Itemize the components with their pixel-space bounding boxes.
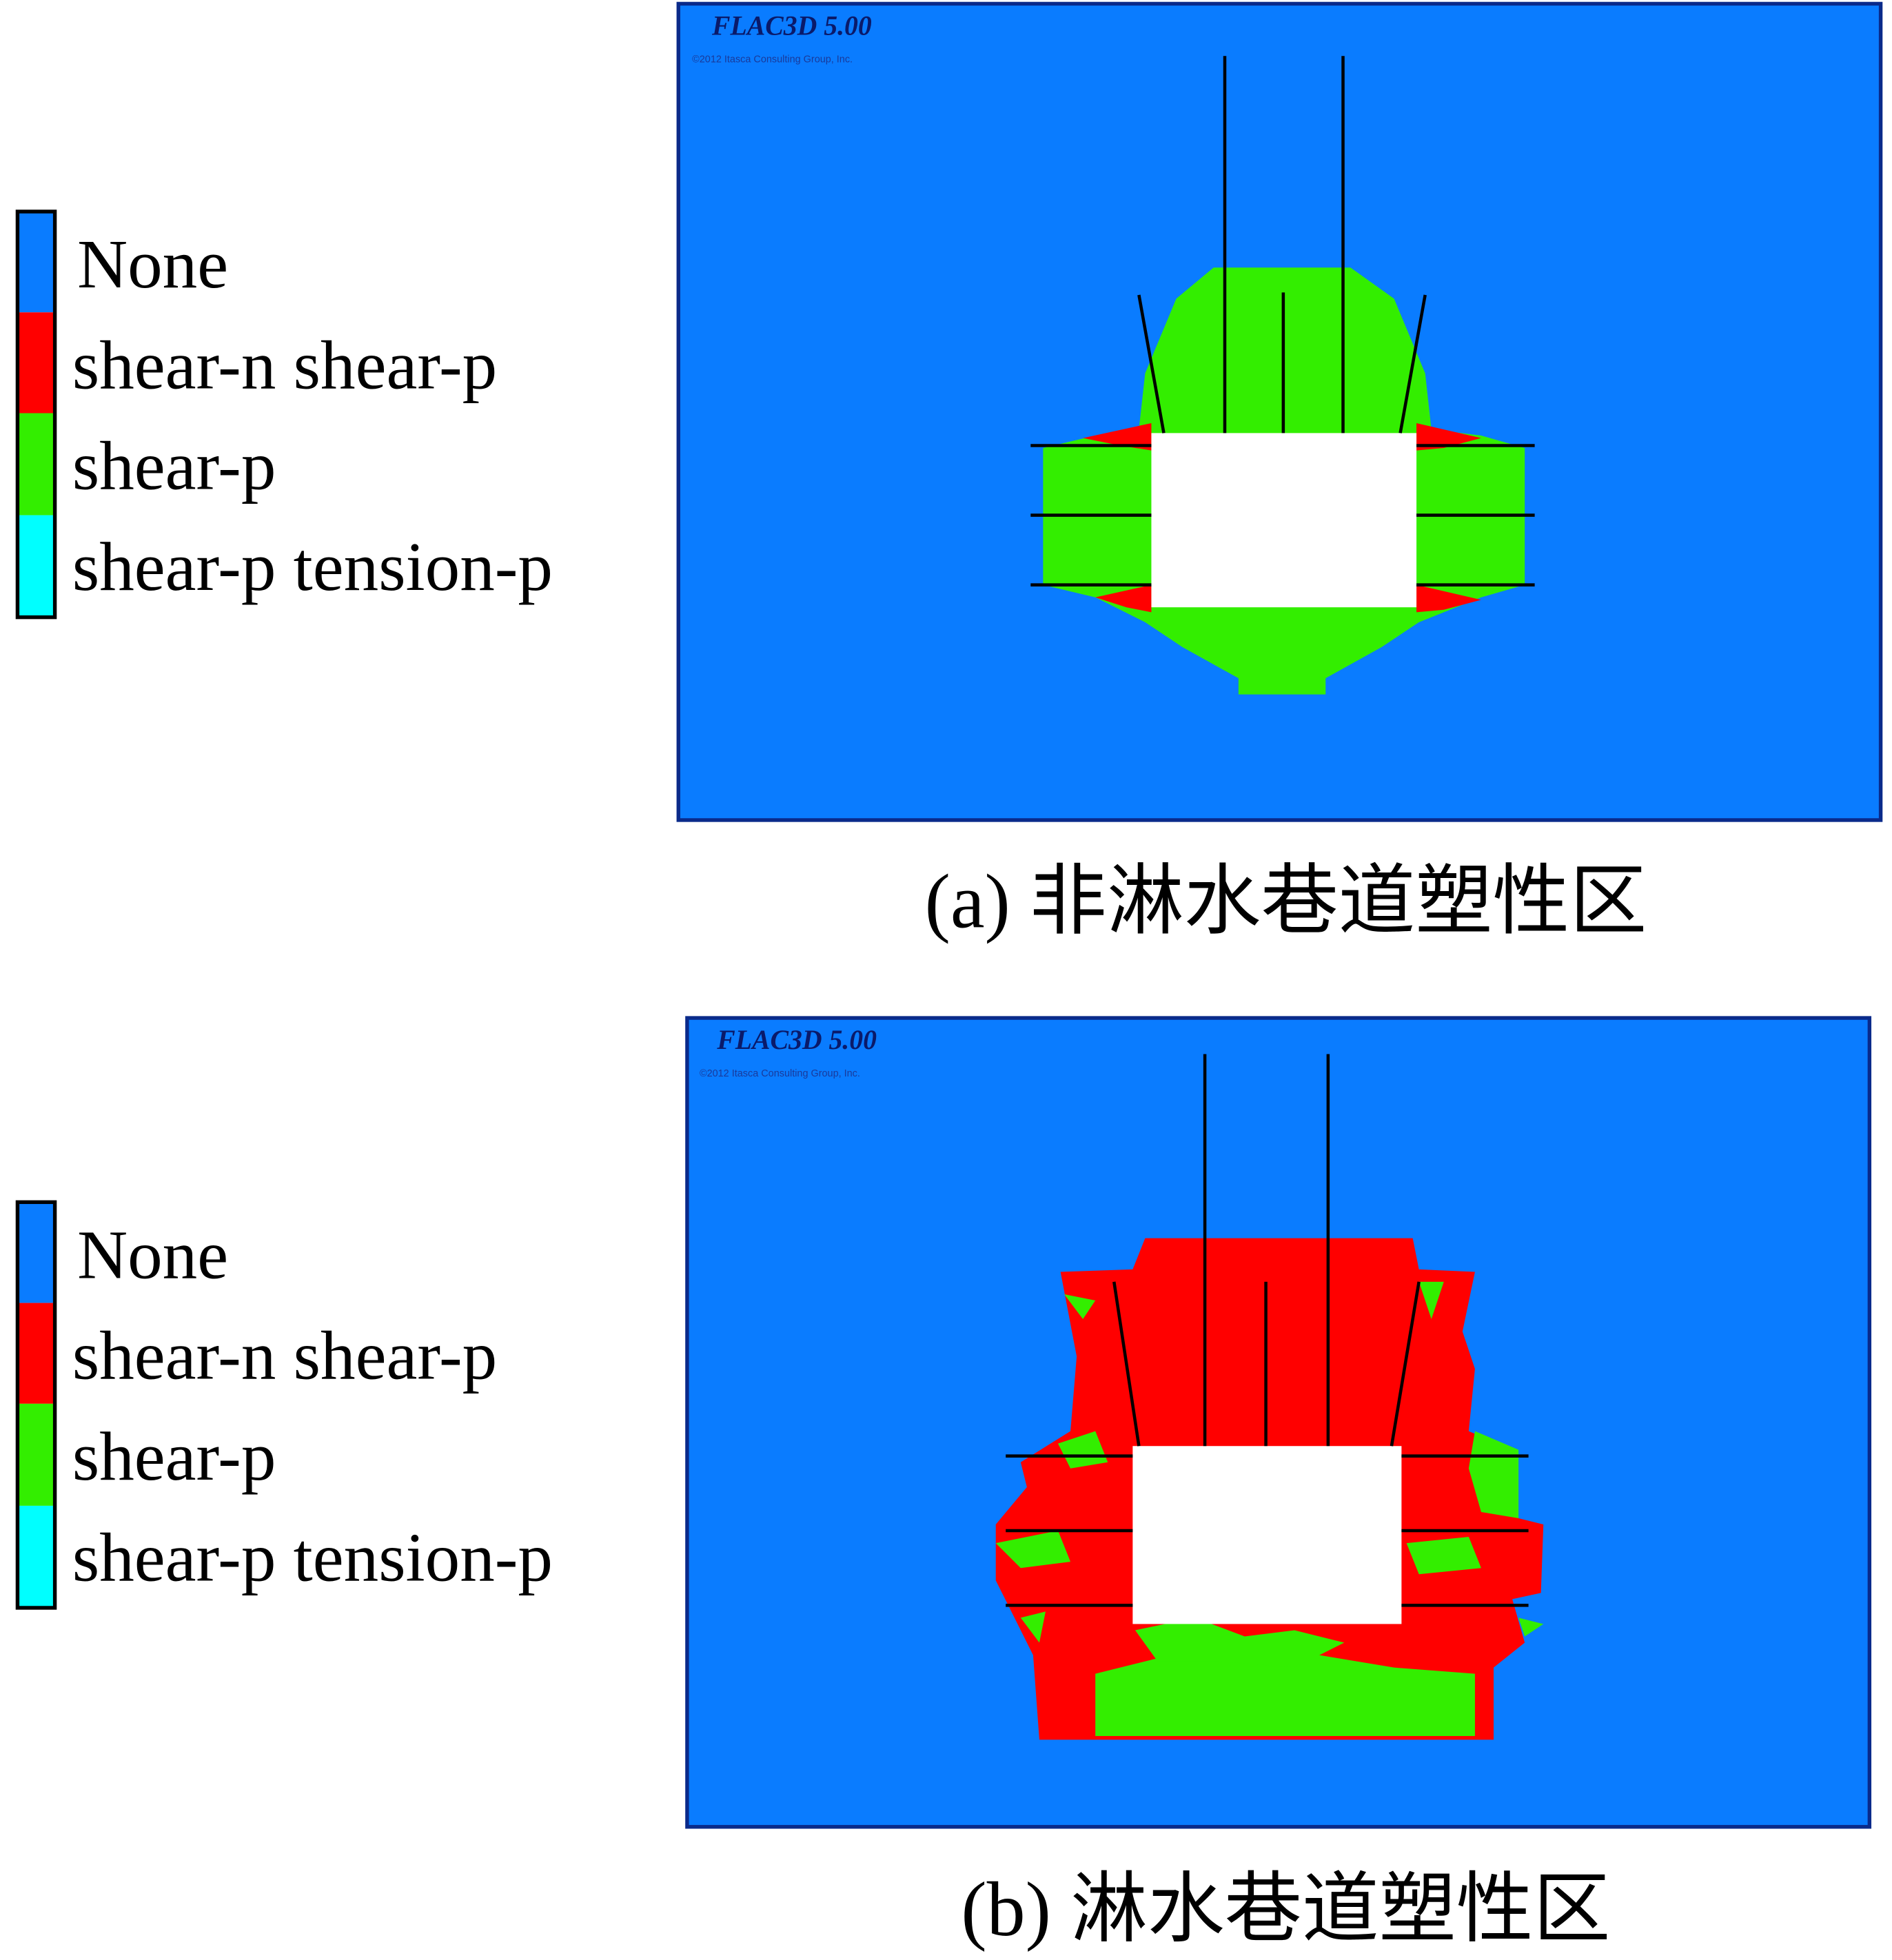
legend-swatch-shear-p: [17, 413, 55, 515]
caption-b: (b) 淋水巷道塑性区: [961, 1867, 1610, 1952]
panel-header: FLAC3D 5.00: [711, 11, 872, 41]
legend-swatch-shear-n-shear-p: [17, 312, 55, 414]
plot-panel-a: FLAC3D 5.00 ©2012 Itasca Consulting Grou…: [676, 1, 1883, 944]
roadway-opening: [1151, 433, 1417, 608]
plastic-zone-shear-p: [995, 1281, 1544, 1736]
plastic-zone-shear-n-shear-p: [1083, 422, 1481, 613]
plot-panel-b: FLAC3D 5.00 ©2012 Itasca Consulting Grou…: [685, 1016, 1872, 1952]
legend-swatch-none: [17, 211, 55, 313]
legend-label: None: [77, 225, 228, 303]
legend-label: None: [77, 1216, 228, 1293]
legend-a: None shear-n shear-p shear-p shear-p ten…: [15, 210, 553, 620]
caption-a: (a) 非淋水巷道塑性区: [925, 859, 1647, 944]
legend-b: None shear-n shear-p shear-p shear-p ten…: [15, 1200, 553, 1610]
panel-header: FLAC3D 5.00: [716, 1025, 877, 1055]
panel-subheader: ©2012 Itasca Consulting Group, Inc.: [700, 1068, 860, 1079]
bolts: [1030, 56, 1535, 586]
bolts: [1006, 1054, 1529, 1607]
legend-label: shear-n shear-p: [72, 1317, 497, 1394]
legend-label: shear-p tension-p: [72, 1518, 553, 1595]
panel-subheader: ©2012 Itasca Consulting Group, Inc.: [692, 54, 853, 65]
roadway-opening: [1132, 1446, 1402, 1624]
legend-label: shear-p: [72, 1418, 276, 1495]
legend-label: shear-p: [72, 427, 276, 504]
legend-label: shear-p tension-p: [72, 528, 553, 605]
legend-swatch-shear-p-tension-p: [17, 515, 55, 617]
legend-label: shear-n shear-p: [72, 326, 497, 403]
